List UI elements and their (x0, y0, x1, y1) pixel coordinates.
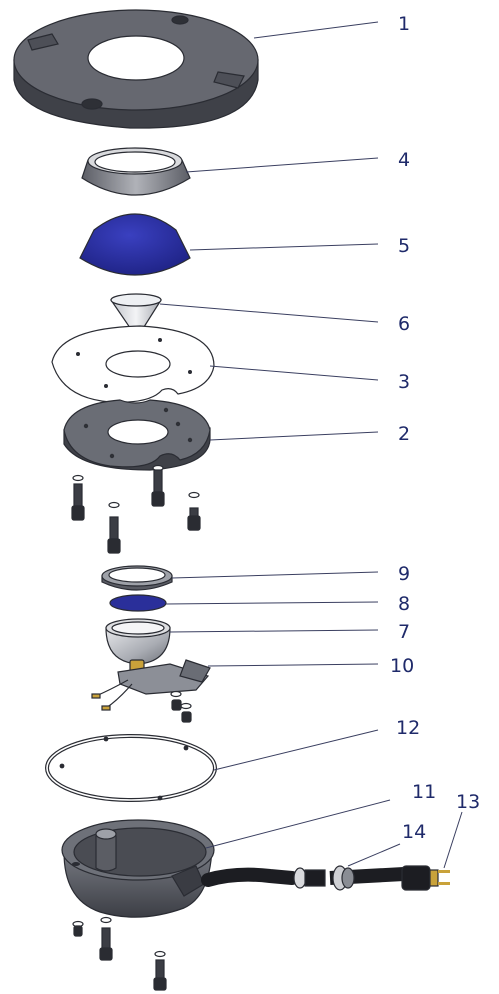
housing-screws (72, 916, 167, 991)
callout-2: 2 (398, 423, 410, 445)
part-10-lamp-bracket (91, 659, 211, 723)
part-8-lens-disc (109, 594, 167, 612)
part-11-housing (61, 819, 215, 918)
bolt (187, 491, 201, 531)
callout-4: 4 (398, 149, 410, 171)
callout-13: 13 (456, 791, 480, 813)
callout-labels: 1 4 5 6 3 2 9 8 7 10 12 11 14 13 (390, 13, 480, 843)
callout-14: 14 (402, 821, 426, 843)
part-1-top-flange (13, 9, 259, 129)
callout-5: 5 (398, 235, 410, 257)
callout-7: 7 (398, 621, 410, 643)
bolt (151, 464, 165, 507)
callout-6: 6 (398, 313, 410, 335)
part-12-oring (45, 734, 217, 802)
leader-lines (159, 21, 463, 869)
part-7-reflector (105, 618, 171, 665)
part-13-plug (401, 865, 450, 891)
part-14-cable-gland (293, 865, 355, 891)
callout-3: 3 (398, 371, 410, 393)
part-6-cone (110, 293, 162, 340)
callout-9: 9 (398, 563, 410, 585)
part-2-base-plate (63, 399, 211, 471)
bolt (71, 474, 85, 521)
part-5-dome-lens (79, 213, 191, 276)
part-9-ring (101, 565, 173, 591)
callout-8: 8 (398, 593, 410, 615)
callout-12: 12 (396, 717, 420, 739)
plate-bolts (71, 464, 201, 554)
callout-10: 10 (390, 655, 414, 677)
bolt (107, 501, 121, 554)
part-3-gasket (51, 325, 215, 403)
callout-11: 11 (412, 781, 436, 803)
callout-1: 1 (398, 13, 410, 35)
part-4-retaining-ring (81, 147, 191, 196)
